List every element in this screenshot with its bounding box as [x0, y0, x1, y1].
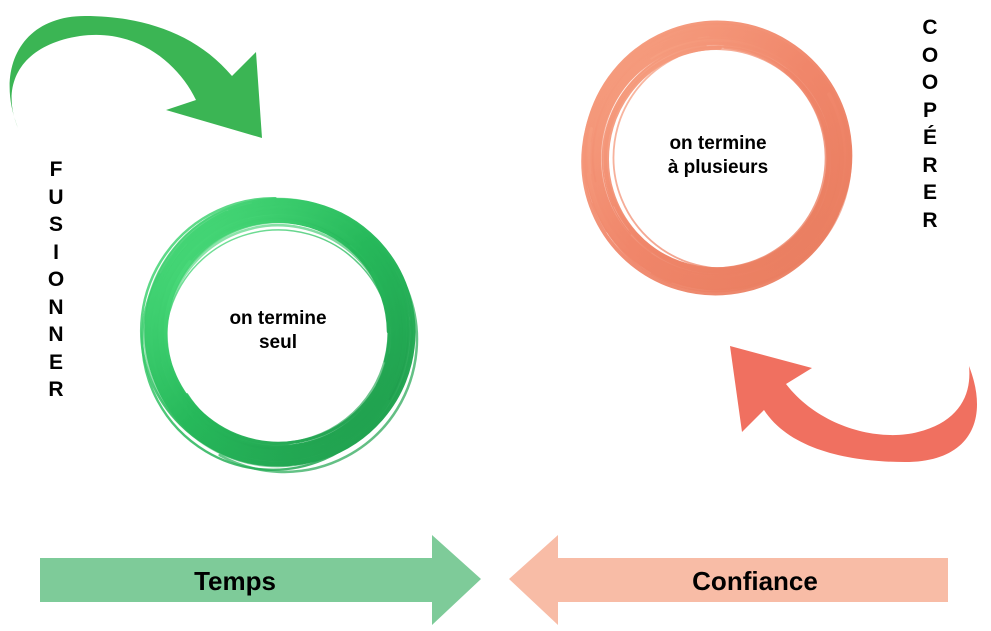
- ring-stroke: [582, 22, 850, 233]
- arrow-bar-confiance: [509, 535, 948, 625]
- ring-stroke: [145, 204, 407, 464]
- vertical-letter: R: [922, 208, 938, 232]
- vertical-letter: O: [921, 43, 939, 67]
- bar-label-confiance: Confiance: [692, 566, 818, 596]
- ring-stroke: [162, 216, 394, 448]
- vertical-letter: E: [48, 350, 63, 374]
- ring-label-seul-line1: on termine: [229, 308, 327, 329]
- ring-stroke: [612, 45, 837, 270]
- ring-stroke: [163, 260, 391, 446]
- vertical-letter: O: [47, 268, 65, 291]
- curved-arrow-orange: [730, 346, 978, 462]
- ring-label-plusieurs-line1: on termine: [669, 133, 767, 154]
- bar-label-temps: Temps: [194, 566, 276, 596]
- ring-label-seul-line2: seul: [258, 332, 298, 353]
- ring-stroke: [152, 206, 405, 460]
- vertical-letter: C: [922, 16, 938, 39]
- ring-label-seul: on termine seul: [193, 307, 363, 355]
- ring-stroke: [144, 197, 410, 401]
- vertical-letter: R: [48, 378, 64, 401]
- ring-stroke: [593, 33, 834, 281]
- vertical-letter: P: [922, 98, 937, 122]
- vertical-letter: E: [922, 181, 937, 204]
- vertical-letter: N: [48, 323, 64, 346]
- vertical-letter: U: [48, 185, 64, 209]
- ring-green: [139, 197, 419, 474]
- arrow-bar-temps: [40, 535, 481, 625]
- curved-arrow-green: [9, 16, 262, 138]
- vertical-letter: F: [49, 158, 63, 181]
- ring-label-plusieurs-line2: à plusieurs: [667, 157, 769, 178]
- ring-orange: [581, 20, 853, 296]
- ring-stroke: [603, 51, 835, 275]
- vertical-letter: O: [921, 71, 939, 94]
- ring-stroke: [584, 23, 849, 288]
- vertical-letter: S: [48, 213, 63, 236]
- vertical-letter: É: [922, 126, 937, 149]
- vertical-letter: N: [48, 295, 64, 319]
- ring-label-plusieurs: on termine à plusieurs: [633, 132, 803, 180]
- vertical-letter: R: [922, 153, 938, 177]
- vertical-letter: I: [53, 240, 59, 264]
- ring-stroke: [590, 30, 844, 286]
